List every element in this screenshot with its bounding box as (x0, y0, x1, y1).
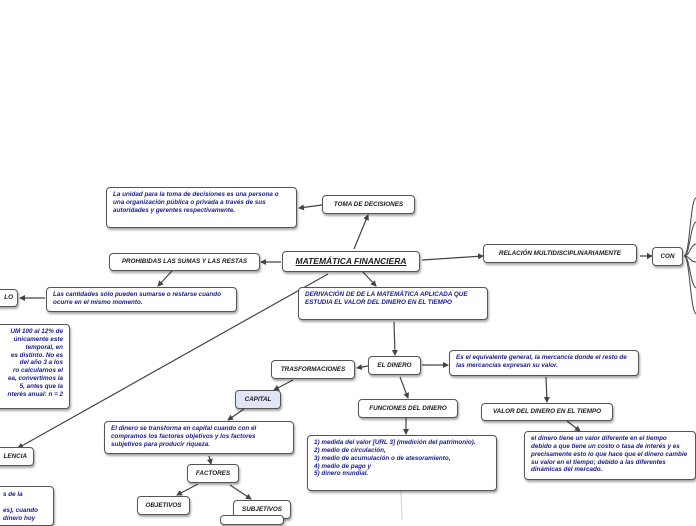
edge-factores-to-subjetivos (229, 484, 252, 500)
edge-main-to-lencia (17, 273, 329, 449)
node-capital-texto[interactable]: El dinero se transforma en capital cuand… (104, 421, 294, 454)
node-left-clip-lencia[interactable]: LENCIA (0, 447, 34, 466)
node-valor-tiempo-texto[interactable]: el dinero tiene un valor diferente en el… (524, 431, 696, 480)
edge-capital-texto-to-factores (206, 455, 213, 465)
node-capital[interactable]: CAPITAL (235, 390, 281, 409)
node-el-dinero[interactable]: EL DINERO (368, 356, 421, 375)
node-cantidades-texto[interactable]: Las cantidades sólo pueden sumarse o res… (46, 287, 237, 312)
edge-capital-to-texto (227, 408, 245, 421)
node-partial-bottom (220, 515, 284, 525)
node-left-clip-ejemplo[interactable]: UM 100 al 12% de únicamente este tempora… (0, 324, 70, 409)
edge-trans-to-capital (273, 379, 294, 391)
node-derivacion[interactable]: DERIVACIÓN DE DE LA MATEMÁTICA APLICADA … (298, 287, 488, 320)
node-left-clip-bottom[interactable]: s de la es), cuando dinero hoy (0, 486, 54, 526)
node-transformaciones[interactable]: TRASFORMACIONES (271, 360, 355, 379)
node-valor-dinero-tiempo[interactable]: VALOR DEL DINERO EN EL TIEMPO (481, 403, 613, 421)
edge-prohibidas-to-cantidades (157, 270, 173, 287)
node-left-clip-lo[interactable]: LO (0, 289, 18, 307)
edge-main-to-relacion (421, 253, 484, 261)
edge-dinero-to-trans (356, 364, 369, 371)
node-equivalente[interactable]: Es el equivalente general, la mercancía … (449, 350, 639, 376)
edge-main-to-derivacion (362, 271, 377, 287)
edge-valor-to-texto (566, 420, 581, 432)
node-factores[interactable]: FACTORES (187, 464, 239, 483)
node-matematica-financiera[interactable]: MATEMÁTICA FINANCIERA (282, 251, 420, 272)
con-branches (683, 197, 696, 315)
node-prohibidas[interactable]: PROHIBIDAS LAS SUMAS Y LAS RESTAS (109, 253, 260, 271)
node-toma-decisiones-def[interactable]: La unidad para la toma de decisiones es … (106, 187, 297, 228)
edge-factores-to-objetivos (176, 483, 199, 496)
edge-main-to-toma (353, 214, 369, 250)
node-funciones-del-dinero[interactable]: FUNCIONES DEL DINERO (358, 399, 458, 418)
node-relacion-multidisciplinaria[interactable]: RELACIÓN MULTIDISCIPLINARIAMENTE (483, 244, 637, 263)
edge-toma-to-def (298, 204, 323, 211)
edge-equivalente-to-valor (543, 376, 550, 403)
node-con[interactable]: CON (652, 247, 683, 266)
node-funciones-lista[interactable]: 1) medida del valor [URL 3] (medición de… (307, 435, 497, 491)
edge-dinero-to-funciones (399, 376, 410, 399)
edge-derivacion-to-dinero (391, 321, 398, 356)
node-objetivos[interactable]: OBJETIVOS (137, 496, 190, 515)
node-toma-de-decisiones[interactable]: TOMA DE DECISIONES (322, 195, 415, 214)
